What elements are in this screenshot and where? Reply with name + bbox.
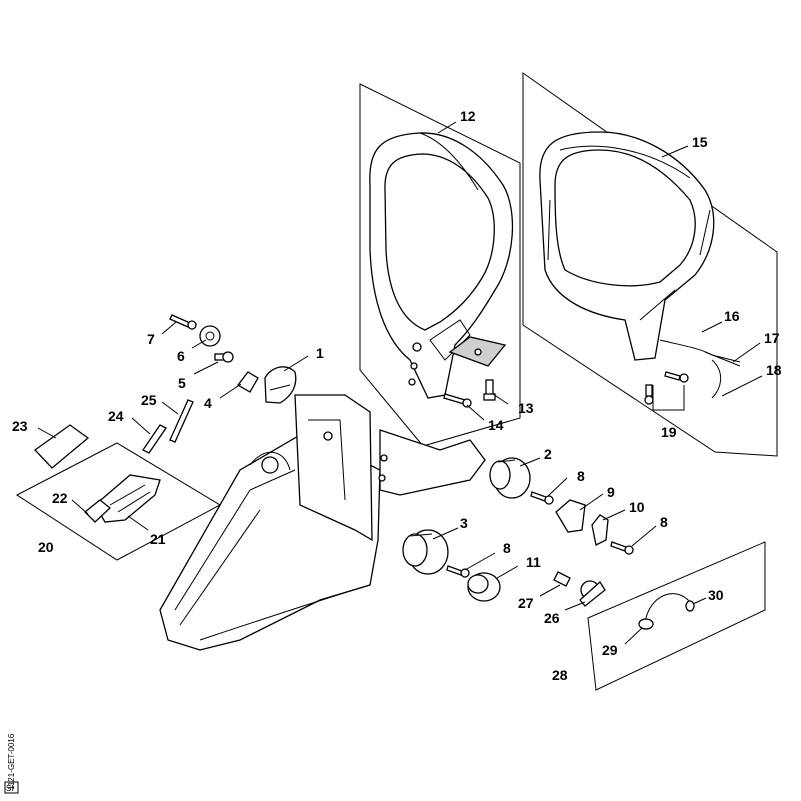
callout-2: 2 bbox=[544, 446, 552, 462]
pin-27 bbox=[553, 571, 571, 587]
plug-11 bbox=[467, 572, 501, 602]
corner-tag-box bbox=[4, 781, 19, 794]
callout-28: 28 bbox=[552, 667, 568, 683]
corner-tag: SI bbox=[6, 784, 14, 793]
callout-1: 1 bbox=[316, 345, 324, 361]
callout-13: 13 bbox=[518, 400, 534, 416]
washer-6 bbox=[199, 325, 221, 347]
callout-3: 3 bbox=[460, 515, 468, 531]
cable-18 bbox=[711, 359, 722, 399]
callout-18: 18 bbox=[766, 362, 782, 378]
callout-16: 16 bbox=[724, 308, 740, 324]
cable-17 bbox=[704, 351, 741, 367]
callout-14: 14 bbox=[488, 417, 504, 433]
damper-2 bbox=[489, 457, 531, 499]
callout-21: 21 bbox=[150, 531, 166, 547]
screw-14 bbox=[443, 393, 472, 408]
callout-27: 27 bbox=[518, 595, 534, 611]
callout-19: 19 bbox=[661, 424, 677, 440]
callout-25: 25 bbox=[141, 392, 157, 408]
ring-29 bbox=[638, 618, 654, 630]
tag-30 bbox=[685, 600, 695, 612]
handle-housing bbox=[159, 394, 486, 651]
strip-24 bbox=[142, 424, 167, 454]
bracket-19 bbox=[652, 385, 685, 411]
screw-19b bbox=[664, 371, 689, 383]
front-handle-12 bbox=[369, 132, 514, 399]
callout-10: 10 bbox=[629, 499, 645, 515]
pad-23 bbox=[34, 424, 90, 469]
panel-handle-15 bbox=[522, 72, 778, 457]
callout-17: 17 bbox=[764, 330, 780, 346]
callout-15: 15 bbox=[692, 134, 708, 150]
damper-3 bbox=[402, 529, 449, 575]
callout-6: 6 bbox=[177, 348, 185, 364]
clip-10 bbox=[591, 514, 609, 546]
screw-5 bbox=[214, 351, 234, 363]
callout-8b: 8 bbox=[660, 514, 668, 530]
screw-19a bbox=[644, 384, 654, 405]
callout-8c: 8 bbox=[503, 540, 511, 556]
callout-22: 22 bbox=[52, 490, 68, 506]
callout-4: 4 bbox=[204, 395, 212, 411]
heated-handle-15 bbox=[539, 131, 715, 361]
callout-30: 30 bbox=[708, 587, 724, 603]
callout-7: 7 bbox=[147, 331, 155, 347]
callout-9: 9 bbox=[607, 484, 615, 500]
screw-8a bbox=[530, 491, 554, 505]
screw-7 bbox=[169, 314, 197, 330]
callout-labels: 1 2 3 4 5 6 7 8 8 8 9 10 11 12 13 14 15 … bbox=[12, 108, 782, 683]
drawing-code: 1121-GET-0016 bbox=[7, 733, 16, 790]
valve-26 bbox=[579, 580, 606, 607]
screw-8c bbox=[446, 565, 470, 578]
tool-22 bbox=[84, 499, 111, 523]
cord-29 bbox=[644, 593, 691, 623]
callout-23: 23 bbox=[12, 418, 28, 434]
callout-5: 5 bbox=[178, 375, 186, 391]
callout-20: 20 bbox=[38, 539, 54, 555]
panel-handle-12 bbox=[359, 83, 521, 447]
bracket-9 bbox=[555, 499, 586, 533]
callout-8a: 8 bbox=[577, 468, 585, 484]
screw-8b bbox=[610, 541, 634, 555]
callout-11: 11 bbox=[526, 554, 541, 570]
callout-24: 24 bbox=[108, 408, 124, 424]
panel-set-28 bbox=[587, 541, 766, 691]
leader-lines bbox=[37, 121, 763, 645]
strip-25 bbox=[169, 399, 194, 443]
clip-4 bbox=[237, 371, 259, 393]
cover-1 bbox=[264, 366, 297, 404]
cable-16 bbox=[659, 339, 741, 363]
tool-21 bbox=[94, 474, 161, 523]
screw-13 bbox=[483, 379, 496, 401]
callout-26: 26 bbox=[544, 610, 560, 626]
callout-12: 12 bbox=[460, 108, 476, 124]
callout-29: 29 bbox=[602, 642, 618, 658]
